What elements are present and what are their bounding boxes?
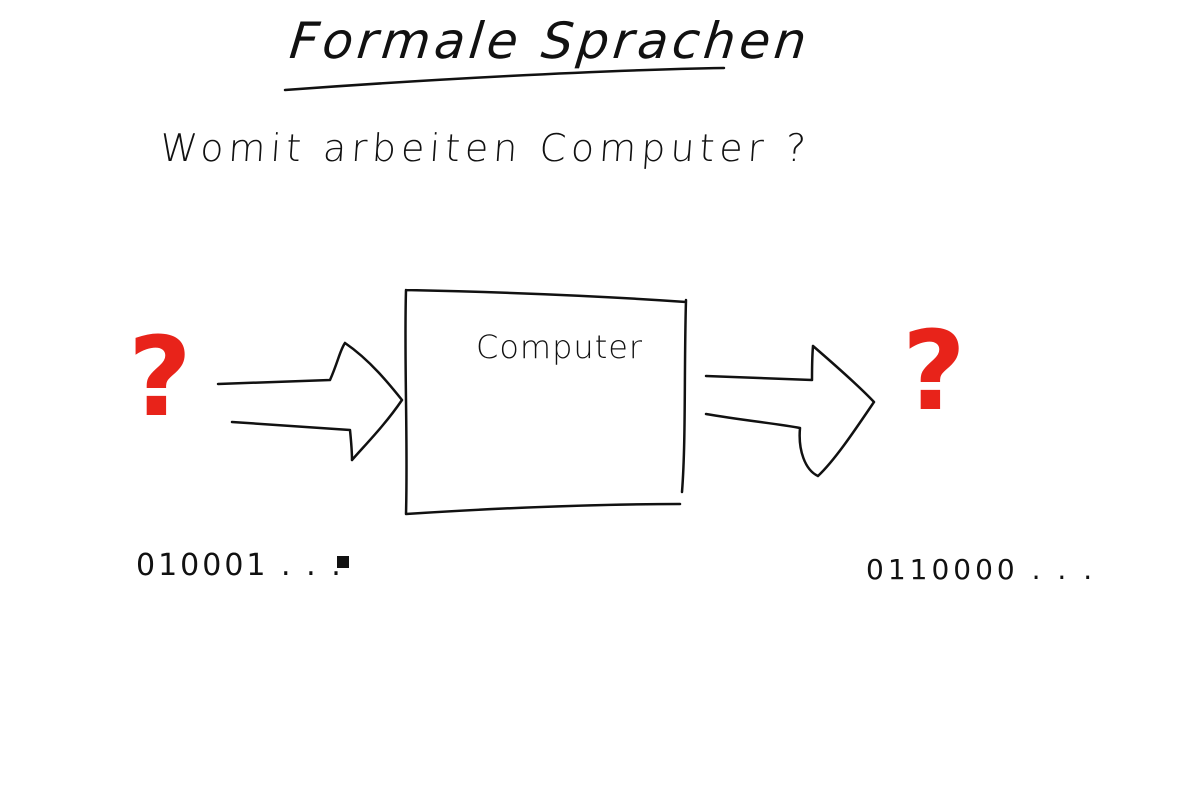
title-underline: [283, 66, 726, 92]
output-bit-string: 0110000 . . .: [866, 553, 1097, 586]
input-bit-string: 010001 . . .: [136, 548, 344, 583]
computer-box-label: Computer: [476, 328, 644, 366]
question-heading: Womit arbeiten Computer ?: [158, 126, 813, 170]
output-arrow: [704, 344, 876, 478]
output-question-mark: ?: [902, 307, 966, 435]
page-title: Formale Sprachen: [286, 12, 814, 70]
computer-box: [404, 288, 688, 516]
input-arrow: [216, 341, 404, 462]
input-question-mark: ?: [128, 313, 192, 441]
pen-cursor: [337, 556, 349, 568]
